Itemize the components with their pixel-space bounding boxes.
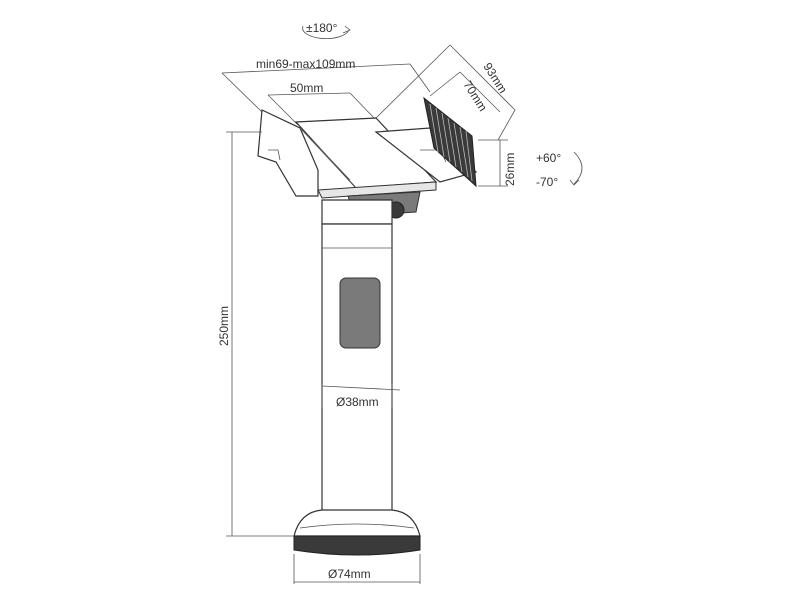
base-diameter-dimension: Ø74mm xyxy=(293,554,421,584)
height-label: 250mm xyxy=(217,306,231,346)
tilt-arrow-icon xyxy=(573,151,583,185)
pole-diameter-label: Ø38mm xyxy=(336,395,379,409)
rotation-arrow-icon xyxy=(302,25,350,40)
pad-height-dimension: 26mm xyxy=(478,139,517,187)
right-clamp-pad xyxy=(423,96,477,188)
clamp-width-dimension: min69-max109mm xyxy=(221,57,431,113)
rotation-arrowhead-icon xyxy=(342,25,351,34)
rotation-indicator: ±180° xyxy=(302,21,351,40)
plate-width-dimension: 50mm xyxy=(267,81,377,126)
left-clamp-jaw xyxy=(257,109,319,197)
tilt-indicator: +60° -70° xyxy=(536,151,583,189)
base-cover xyxy=(293,509,421,537)
arm-length-label: 93mm xyxy=(480,60,510,96)
pole xyxy=(321,199,393,521)
base-plate xyxy=(293,535,421,556)
height-dimension: 250mm xyxy=(217,131,294,537)
pole-diameter-dimension: Ø38mm xyxy=(321,384,401,409)
tilt-arrowhead-icon xyxy=(569,179,580,186)
tablet-holder xyxy=(257,96,478,219)
tilt-down-label: -70° xyxy=(536,175,558,189)
plate-width-label: 50mm xyxy=(290,81,323,95)
cable-window xyxy=(339,277,381,349)
tilt-up-label: +60° xyxy=(536,151,561,165)
pole-body xyxy=(321,223,393,521)
pad-length-label: 70mm xyxy=(460,78,490,114)
right-arm xyxy=(374,127,478,183)
pole-collar xyxy=(321,199,393,225)
clamp-width-label: min69-max109mm xyxy=(256,57,355,71)
pad-height-label: 26mm xyxy=(503,153,517,186)
base xyxy=(293,509,421,556)
rotation-label: ±180° xyxy=(306,21,338,35)
base-diameter-label: Ø74mm xyxy=(328,567,371,581)
